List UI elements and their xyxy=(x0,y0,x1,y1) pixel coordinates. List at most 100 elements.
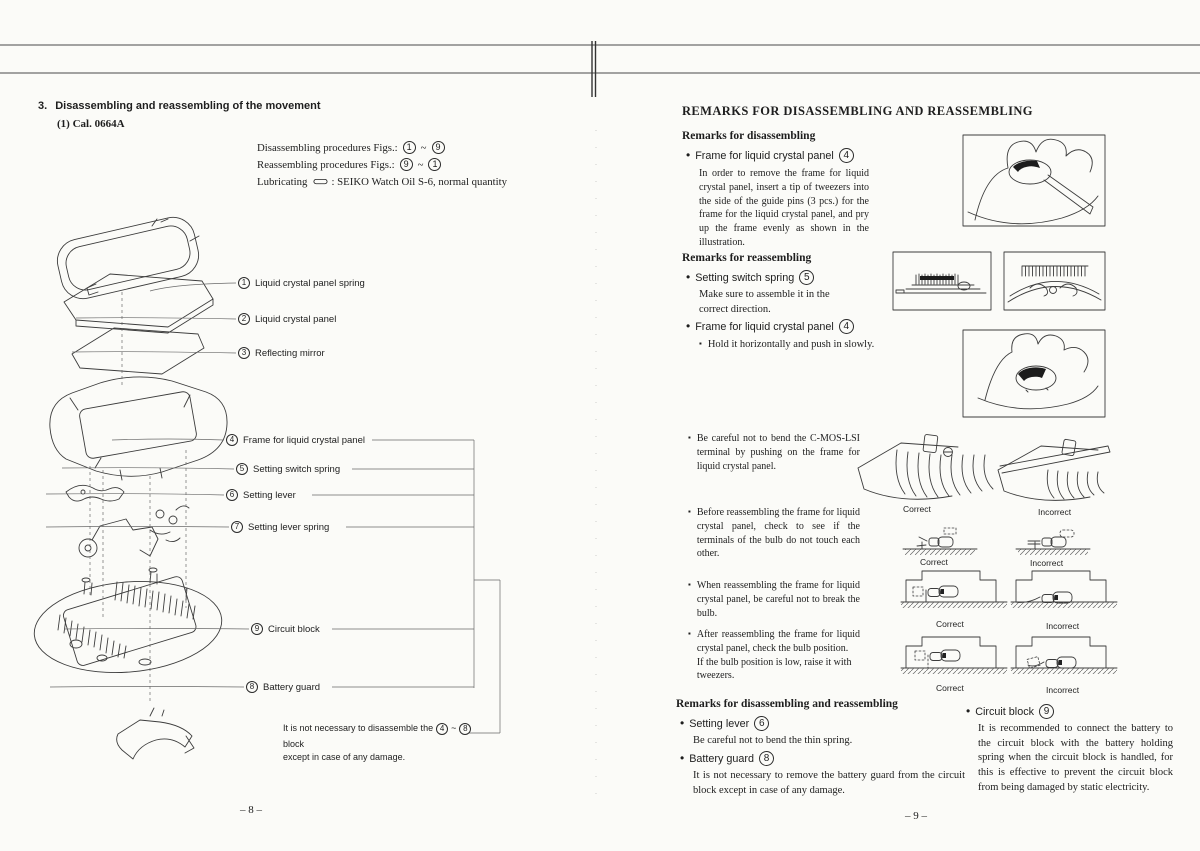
item-text: Be careful not to bend the C-MOS-LSI ter… xyxy=(696,433,860,472)
part-number-badge: 8 xyxy=(246,681,258,693)
item-label: Setting lever xyxy=(689,717,750,730)
square-bullet-icon: ▪ xyxy=(688,507,691,516)
part-label-2: 2 Liquid crystal panel xyxy=(238,313,336,325)
part-name: Circuit block xyxy=(268,623,320,635)
part-label-3: 3 Reflecting mirror xyxy=(238,347,325,359)
part-label-4: 4 Frame for liquid crystal panel xyxy=(226,434,365,446)
circuit-block-sketch xyxy=(33,567,223,674)
part-label-5: 5 Setting switch spring xyxy=(236,463,340,475)
item-text: If the bulb position is low, raise it wi… xyxy=(696,656,852,682)
note-text: except in case of any damage. xyxy=(283,752,406,763)
bulb-break-correct-illustration xyxy=(900,570,1008,609)
bulb-terminal-correct-illustration xyxy=(902,527,978,555)
part-name: Liquid crystal panel xyxy=(255,313,337,325)
frame-reassembly-heading: • Frame for liquid crystal panel 4 xyxy=(686,319,854,334)
square-bullet-icon: ▪ xyxy=(688,629,691,638)
page-title: REMARKS FOR DISASSEMBLING AND REASSEMBLI… xyxy=(682,104,1033,118)
part-label-7: 7 Setting lever spring xyxy=(231,521,329,533)
page-number-left: – 8 – xyxy=(240,804,262,816)
part-ref-badge: 6 xyxy=(754,716,770,731)
setting-lever-body: Be careful not to bend the thin spring. xyxy=(693,735,853,746)
bulb-position-caution-item: ▪ After reassembling the frame for liqui… xyxy=(688,628,860,683)
both-heading: Remarks for disassembling and reassembli… xyxy=(676,698,898,710)
part-number-badge: 3 xyxy=(238,347,250,359)
battery-guard-sketch xyxy=(116,707,195,760)
cmos-terminal-incorrect-illustration xyxy=(997,438,1111,501)
reassembling-procedures-label: Reassembling procedures Figs.: xyxy=(257,158,395,171)
item-text: After reassembling the frame for liquid … xyxy=(696,629,860,654)
bulb-terminal-caution-item: ▪ Before reassembling the frame for liqu… xyxy=(688,506,860,561)
square-bullet-icon: ▪ xyxy=(688,580,691,589)
incorrect-caption: Incorrect xyxy=(1038,507,1072,517)
setting-switch-spring-sketch xyxy=(65,484,125,502)
caliber-subheading: (1) Cal. 0664A xyxy=(57,118,125,130)
cmos-caution-item: ▪ Be careful not to bend the C-MOS-LSI t… xyxy=(688,432,860,473)
fig-ref-badge: 9 xyxy=(431,141,445,154)
incorrect-caption: Incorrect xyxy=(1046,685,1080,695)
tilde: ~ xyxy=(417,158,424,171)
correct-caption: Correct xyxy=(936,683,964,693)
frame-item-heading: • Frame for liquid crystal panel 4 xyxy=(686,148,854,163)
oil-symbol-icon: ⊂⊃ xyxy=(312,176,328,188)
circuit-block-heading: • Circuit block 9 xyxy=(966,703,1055,719)
procedures-block: Disassembling procedures Figs.: 1 ~ 9 Re… xyxy=(257,139,507,190)
part-ref-badge: 8 xyxy=(459,722,472,735)
bullet-icon: • xyxy=(966,703,971,718)
page-number-right: – 9 – xyxy=(905,810,927,822)
part-label-8: 8 Battery guard xyxy=(246,681,320,693)
disassembling-heading: Remarks for disassembling xyxy=(682,130,816,142)
item-label: Setting switch spring xyxy=(695,271,795,284)
part-name: Reflecting mirror xyxy=(255,347,325,359)
bulb-position-incorrect-illustration xyxy=(1010,636,1118,675)
part-ref-badge: 9 xyxy=(1039,704,1055,719)
part-name: Frame for liquid crystal panel xyxy=(243,434,365,446)
disassembling-procedures-line: Disassembling procedures Figs.: 1 ~ 9 xyxy=(257,139,507,156)
part-ref-badge: 5 xyxy=(799,270,815,285)
reassembling-procedures-line: Reassembling procedures Figs.: 9 ~ 1 xyxy=(257,156,507,173)
correct-caption: Correct xyxy=(903,504,931,514)
disassembling-procedures-label: Disassembling procedures Figs.: xyxy=(257,141,398,154)
fig-ref-badge: 1 xyxy=(428,158,442,171)
setting-switch-spring-body: Make sure to assemble it in the correct … xyxy=(699,289,830,315)
right-page-illustrations xyxy=(857,134,1118,675)
battery-guard-heading: • Battery guard 8 xyxy=(680,750,775,766)
assembly-axes xyxy=(89,292,187,702)
item-label: Battery guard xyxy=(689,752,755,765)
setting-lever-sketch xyxy=(78,518,159,558)
part-name: Setting lever spring xyxy=(248,521,330,533)
correct-caption: Correct xyxy=(936,619,964,629)
item-text: Hold it horizontally and push in slowly. xyxy=(707,339,875,350)
setting-switch-spring-heading: • Setting switch spring 5 xyxy=(686,270,815,285)
square-bullet-icon: ▪ xyxy=(699,339,702,348)
setting-lever-heading: • Setting lever 6 xyxy=(680,716,770,731)
part-name: Battery guard xyxy=(263,681,321,693)
section-title: Disassembling and reassembling of the mo… xyxy=(55,100,321,112)
part-number-badge: 7 xyxy=(231,521,243,533)
cmos-terminal-correct-illustration xyxy=(857,434,994,500)
lubricating-text: : SEIKO Watch Oil S-6, normal quantity xyxy=(331,175,508,188)
bulb-position-correct-illustration xyxy=(900,636,1008,675)
bulb-terminal-incorrect-illustration xyxy=(1015,529,1091,555)
bullet-icon: • xyxy=(686,318,691,333)
lubricating-line: Lubricating ⊂⊃ : SEIKO Watch Oil S-6, no… xyxy=(257,173,507,190)
fig-ref-badge: 1 xyxy=(402,141,416,154)
note-text: block xyxy=(283,739,305,750)
part-label-9: 9 Circuit block xyxy=(251,623,320,635)
part-ref-badge: 8 xyxy=(759,751,775,766)
part-number-badge: 4 xyxy=(226,434,238,446)
section-number: 3. xyxy=(38,100,48,112)
push-frame-illustration xyxy=(962,329,1106,418)
fig-ref-badge: 9 xyxy=(399,158,413,171)
tweezers-icon xyxy=(1043,174,1094,215)
bullet-icon: • xyxy=(686,147,691,162)
part-ref-badge: 4 xyxy=(838,148,854,163)
part-number-badge: 9 xyxy=(251,623,263,635)
part-number-badge: 2 xyxy=(238,313,250,325)
reassembling-heading: Remarks for reassembling xyxy=(682,252,812,264)
parts-bracket xyxy=(312,439,501,734)
bullet-icon: • xyxy=(680,750,685,765)
setting-lever-spring-sketch xyxy=(149,505,190,543)
exploded-view-diagram xyxy=(33,216,501,760)
